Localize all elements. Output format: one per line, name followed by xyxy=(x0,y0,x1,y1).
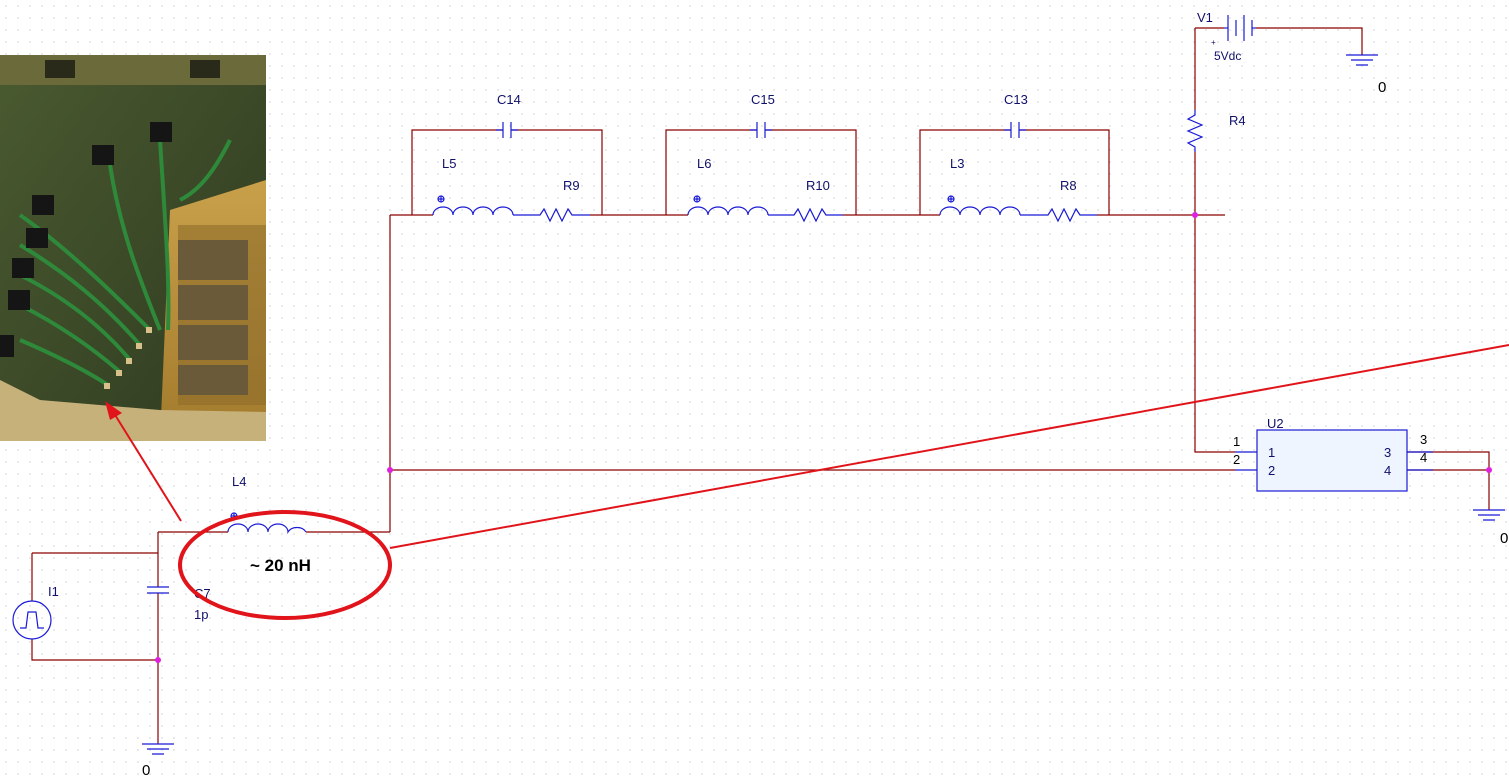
ground-u2: 0 xyxy=(1473,509,1508,547)
label-u2: U2 xyxy=(1267,416,1284,431)
label-r9: R9 xyxy=(563,178,580,193)
label-c7-value: 1p xyxy=(194,607,208,622)
u2-pin-2-inner: 2 xyxy=(1268,463,1275,478)
ground-i1: 0 xyxy=(142,743,174,778)
resistor-r9[interactable]: R9 xyxy=(513,178,590,223)
inductor-l4[interactable]: L4 xyxy=(227,474,307,535)
annotation-text: ~ 20 nH xyxy=(250,556,311,575)
ic-u2[interactable]: U2 1 2 1 2 3 4 3 4 xyxy=(1233,416,1433,492)
ground-label-u2: 0 xyxy=(1500,530,1508,547)
inductor-l3[interactable]: L3 xyxy=(939,156,1021,216)
label-c13: C13 xyxy=(1004,92,1028,107)
u2-pin-4-outer: 4 xyxy=(1420,450,1427,465)
u2-pin-1-inner: 1 xyxy=(1268,445,1275,460)
battery-v1[interactable]: V1 5Vdc + xyxy=(1197,10,1256,63)
u2-pin-2-outer: 2 xyxy=(1233,452,1240,467)
label-v1: V1 xyxy=(1197,10,1213,25)
ground-v1: 0 xyxy=(1346,54,1386,96)
annotation-overlay: ~ 20 nH xyxy=(105,344,1509,620)
u2-pin-4-inner: 4 xyxy=(1384,463,1391,478)
inductor-l6[interactable]: L6 xyxy=(687,156,769,216)
capacitor-c7[interactable]: C7 1p xyxy=(147,586,211,622)
current-source-i1[interactable]: I1 xyxy=(12,584,59,640)
ground-label-v1: 0 xyxy=(1378,79,1386,96)
label-c15: C15 xyxy=(751,92,775,107)
label-l3: L3 xyxy=(950,156,964,171)
resistor-r4[interactable]: R4 xyxy=(1186,110,1246,152)
capacitor-c15[interactable]: C15 xyxy=(750,92,775,138)
u2-pin-3-outer: 3 xyxy=(1420,432,1427,447)
label-l4: L4 xyxy=(232,474,246,489)
label-c14: C14 xyxy=(497,92,521,107)
resistor-r10[interactable]: R10 xyxy=(768,178,843,223)
pcb-photo xyxy=(0,55,266,441)
u2-pin-3-inner: 3 xyxy=(1384,445,1391,460)
capacitor-c14[interactable]: C14 xyxy=(496,92,521,138)
label-r10: R10 xyxy=(806,178,830,193)
label-i1: I1 xyxy=(48,584,59,599)
label-l5: L5 xyxy=(442,156,456,171)
capacitor-c13[interactable]: C13 xyxy=(1004,92,1028,138)
label-l6: L6 xyxy=(697,156,711,171)
ground-label-i1: 0 xyxy=(142,762,150,778)
label-v1-value: 5Vdc xyxy=(1214,49,1241,63)
label-r8: R8 xyxy=(1060,178,1077,193)
wires xyxy=(31,27,1490,744)
u2-pin-1-outer: 1 xyxy=(1233,434,1240,449)
label-r4: R4 xyxy=(1229,113,1246,128)
junctions xyxy=(155,212,1492,663)
svg-text:+: + xyxy=(1211,38,1216,47)
inductor-l5[interactable]: L5 xyxy=(432,156,514,216)
resistor-r8[interactable]: R8 xyxy=(1020,178,1097,223)
